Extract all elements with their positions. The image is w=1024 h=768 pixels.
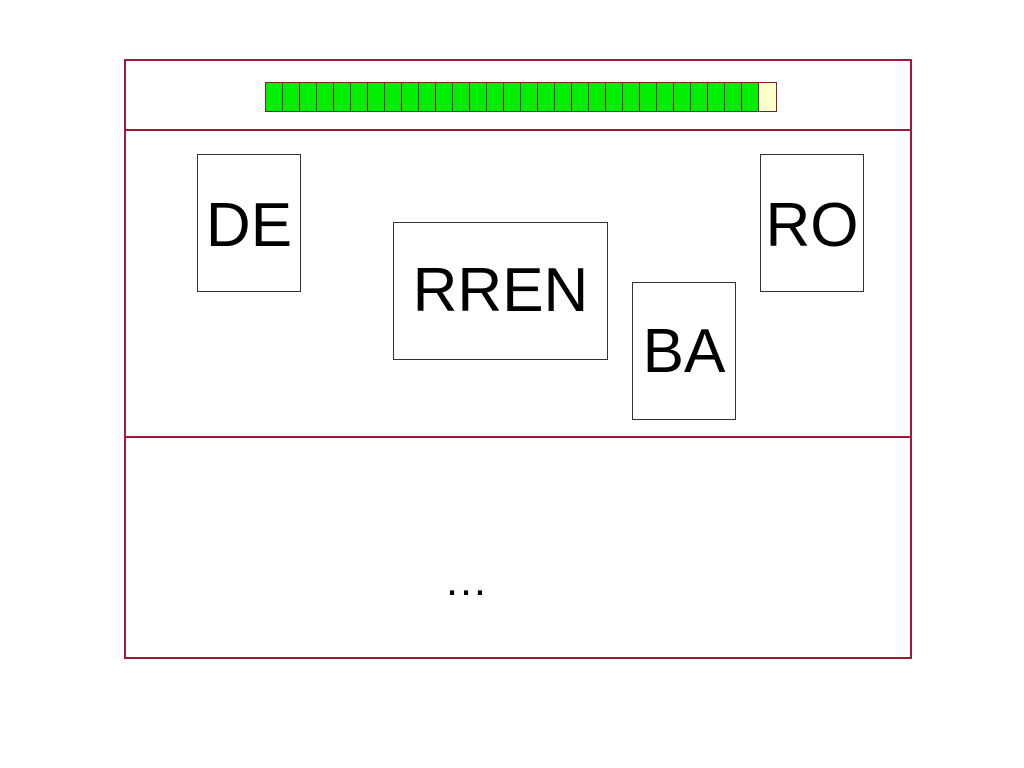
progress-cell-filled [487, 83, 504, 111]
game-board: DE RO RREN BA … [124, 59, 912, 659]
progress-cell-filled [300, 83, 317, 111]
progress-cell-filled [538, 83, 555, 111]
progress-cell-filled [283, 83, 300, 111]
letter-tile-de[interactable]: DE [197, 154, 301, 292]
progress-cell-filled [725, 83, 742, 111]
progress-cell-filled [385, 83, 402, 111]
progress-cell-filled [742, 83, 759, 111]
progress-cell-filled [317, 83, 334, 111]
answer-placeholder: … [444, 556, 488, 605]
answer-area[interactable]: … [126, 438, 910, 657]
progress-cell-filled [470, 83, 487, 111]
progress-cell-filled [555, 83, 572, 111]
letter-tile-ba[interactable]: BA [632, 282, 736, 420]
progress-cell-filled [334, 83, 351, 111]
progress-bar [265, 82, 777, 112]
progress-cell-filled [436, 83, 453, 111]
progress-cell-empty [759, 83, 776, 111]
progress-cell-filled [640, 83, 657, 111]
progress-cell-filled [674, 83, 691, 111]
progress-cell-filled [368, 83, 385, 111]
progress-cell-filled [623, 83, 640, 111]
progress-cell-filled [419, 83, 436, 111]
progress-cell-filled [266, 83, 283, 111]
progress-cell-filled [402, 83, 419, 111]
progress-cell-filled [351, 83, 368, 111]
letter-tile-ro[interactable]: RO [760, 154, 864, 292]
letter-tile-rren[interactable]: RREN [393, 222, 608, 360]
progress-cell-filled [606, 83, 623, 111]
progress-cell-filled [691, 83, 708, 111]
progress-cell-filled [657, 83, 674, 111]
progress-cell-filled [589, 83, 606, 111]
progress-cell-filled [708, 83, 725, 111]
progress-cell-filled [504, 83, 521, 111]
progress-panel [126, 61, 910, 131]
progress-cell-filled [521, 83, 538, 111]
tile-area: DE RO RREN BA [126, 131, 910, 438]
progress-cell-filled [453, 83, 470, 111]
progress-cell-filled [572, 83, 589, 111]
